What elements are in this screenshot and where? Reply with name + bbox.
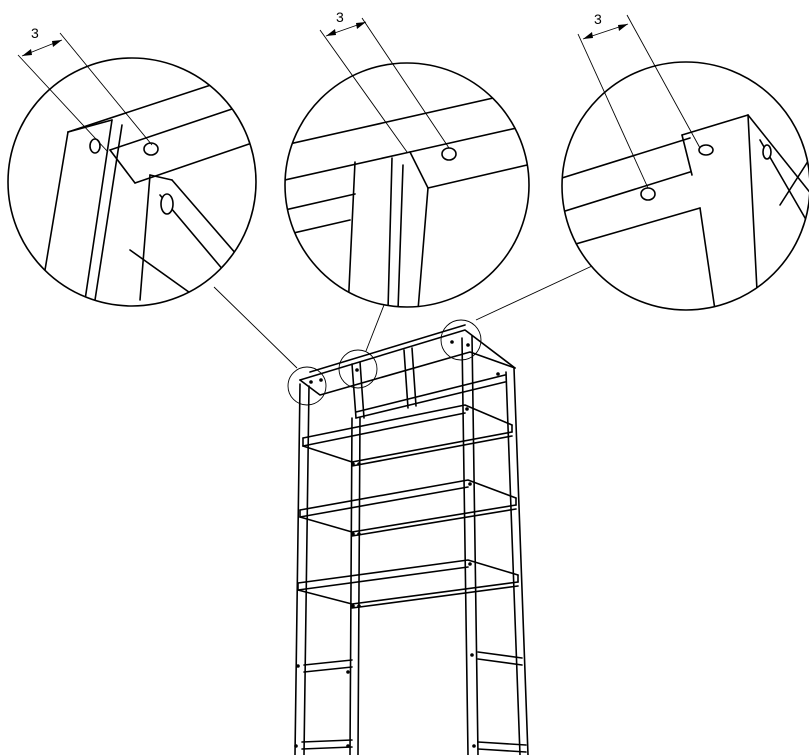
- hole-icon: [698, 144, 714, 156]
- dimension-marker: 3: [17, 25, 153, 153]
- dimension-label: 3: [594, 11, 602, 27]
- detail-view-left: 3: [7, 25, 257, 307]
- hole-icon: [762, 144, 772, 160]
- dimension-label: 3: [31, 25, 39, 41]
- hole-icon: [640, 187, 656, 201]
- detail-view-right: 3: [561, 11, 809, 311]
- screw-dots: [294, 340, 500, 748]
- dimension-marker: 3: [319, 9, 450, 153]
- leader-lines: [213, 265, 593, 369]
- dimension-label: 3: [336, 9, 344, 25]
- hole-icon: [441, 147, 457, 161]
- hole-icon: [89, 138, 101, 154]
- hole-icon: [143, 142, 159, 156]
- detail-view-center: 3: [284, 9, 530, 308]
- dimension-marker: 3: [577, 11, 701, 189]
- hole-icon: [160, 193, 174, 215]
- callout-circles: [287, 319, 482, 406]
- shelf-unit: [294, 324, 529, 755]
